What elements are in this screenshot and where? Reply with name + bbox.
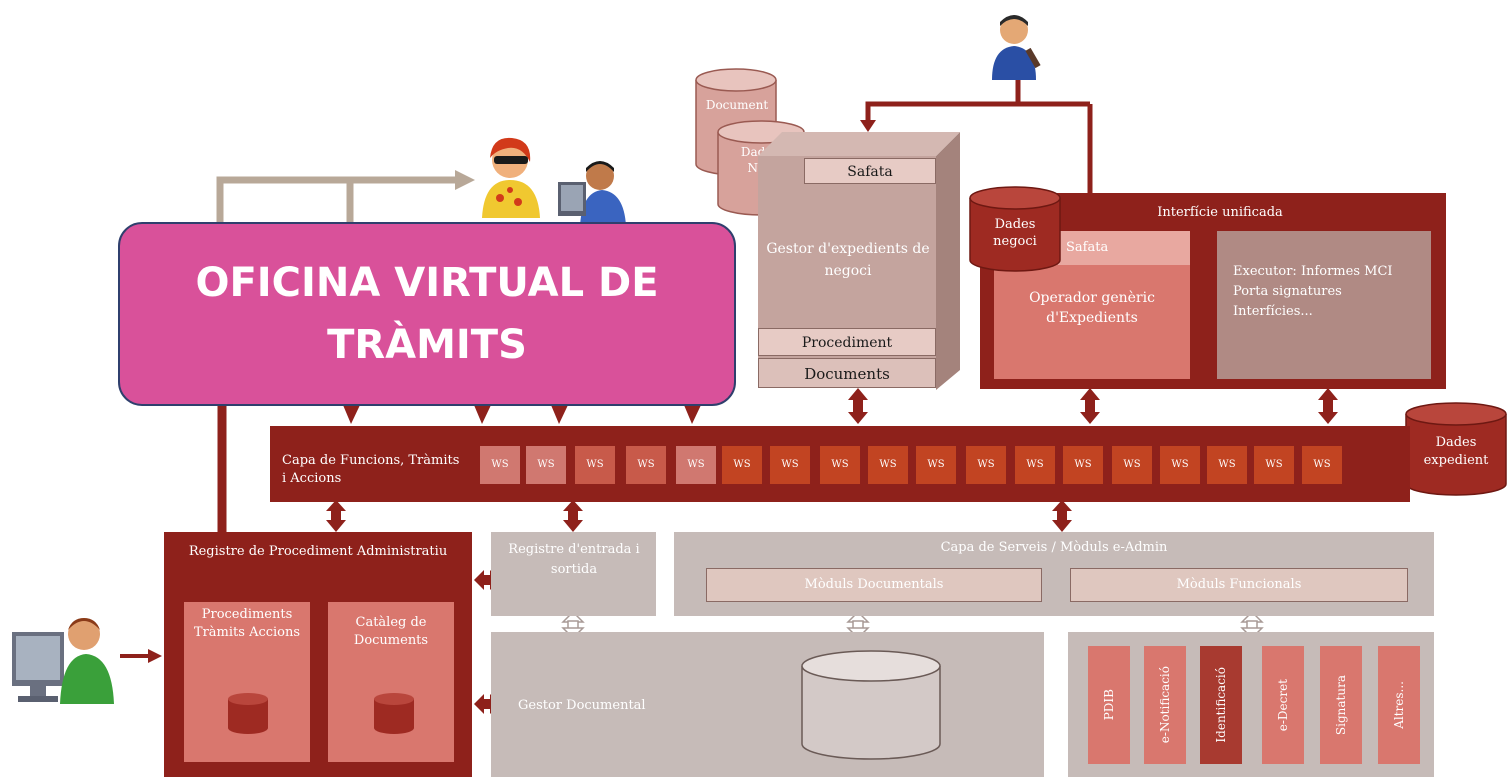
module-e-notificacio: e-Notificació — [1144, 646, 1186, 764]
ws-block: WS — [868, 446, 908, 484]
ws-block: WS — [1112, 446, 1152, 484]
module-e-notificacio-label: e-Notificació — [1158, 666, 1172, 744]
database-icon — [228, 693, 268, 734]
database-icon — [374, 693, 414, 734]
dades-expedient-label: Dades expedient — [1423, 435, 1489, 468]
executor-panel — [1217, 231, 1431, 379]
ws-block: WS — [1302, 446, 1342, 484]
gestor-box-shape — [758, 132, 960, 390]
ws-block: WS — [676, 446, 716, 484]
ws-block: WS — [1160, 446, 1200, 484]
procediments-panel — [184, 602, 310, 762]
database-icon — [801, 650, 941, 760]
computer-user-icon — [558, 161, 626, 226]
gestor-procediment: Procediment — [758, 328, 936, 356]
ws-block: WS — [1015, 446, 1055, 484]
gestor-documental — [491, 632, 1044, 777]
ws-block: WS — [820, 446, 860, 484]
module-altres: Altres... — [1378, 646, 1420, 764]
capa-serveis-title: Capa de Serveis / Mòduls e-Admin — [940, 540, 1168, 555]
module-pdib: PDIB — [1088, 646, 1130, 764]
module-altres-label: Altres... — [1392, 681, 1406, 729]
executor-label: Executor: Informes MCI Porta signatures … — [1233, 264, 1393, 319]
banner-title: OFICINA VIRTUAL DE TRÀMITS — [195, 260, 659, 368]
cataleg-label: Catàleg de Documents — [353, 615, 429, 648]
capa-funcions-label: Capa de Funcions, Tràmits i Accions — [282, 453, 460, 486]
ws-block: WS — [722, 446, 762, 484]
moduls-documentals: Mòduls Documentals — [706, 568, 1042, 602]
registre-entrada-sortida — [491, 532, 656, 616]
gestor-documents: Documents — [758, 358, 936, 388]
module-identificacio: Identificació — [1200, 646, 1242, 764]
dades-negoci-cylinder — [969, 186, 1061, 272]
ws-block: WS — [1063, 446, 1103, 484]
moduls-funcionals: Mòduls Funcionals — [1070, 568, 1408, 602]
module-signatura: Signatura — [1320, 646, 1362, 764]
module-signatura-label: Signatura — [1334, 674, 1348, 736]
gestor-documental-label: Gestor Documental — [518, 698, 646, 713]
gestor-title: Gestor d'expedients de negoci — [766, 241, 930, 279]
interficie-safata: Safata — [1058, 231, 1190, 265]
module-e-decret-label: e-Decret — [1276, 678, 1290, 732]
dades-expedient-cylinder — [1405, 402, 1507, 496]
user-icon — [482, 137, 540, 218]
cataleg-panel — [328, 602, 454, 762]
user-icon — [992, 15, 1041, 80]
procediments-label: Procediments Tràmits Accions — [193, 607, 301, 640]
ws-block: WS — [770, 446, 810, 484]
registre-entrada-sortida-label: Registre d'entrada i sortida — [508, 542, 640, 577]
ws-block: WS — [626, 446, 666, 484]
ws-block: WS — [966, 446, 1006, 484]
dades-negoci-label-2: Dades negoci — [993, 217, 1037, 249]
ws-block: WS — [916, 446, 956, 484]
ws-block: WS — [526, 446, 566, 484]
module-pdib-label: PDIB — [1102, 689, 1116, 721]
operador-label: Operador genèric d'Expedients — [1029, 290, 1155, 326]
document-label: Document — [705, 98, 769, 112]
ws-block: WS — [480, 446, 520, 484]
module-identificacio-label: Identificació — [1214, 667, 1228, 743]
ws-block: WS — [575, 446, 615, 484]
ws-block: WS — [1207, 446, 1247, 484]
registre-procediment-title: Registre de Procediment Administratiu — [188, 544, 448, 559]
oficina-virtual-banner: OFICINA VIRTUAL DE TRÀMITS — [118, 222, 736, 406]
ws-block: WS — [1254, 446, 1294, 484]
gestor-safata: Safata — [804, 158, 936, 184]
module-e-decret: e-Decret — [1262, 646, 1304, 764]
interficie-title: Interfície unificada — [1157, 205, 1283, 220]
computer-user-icon — [12, 618, 114, 704]
